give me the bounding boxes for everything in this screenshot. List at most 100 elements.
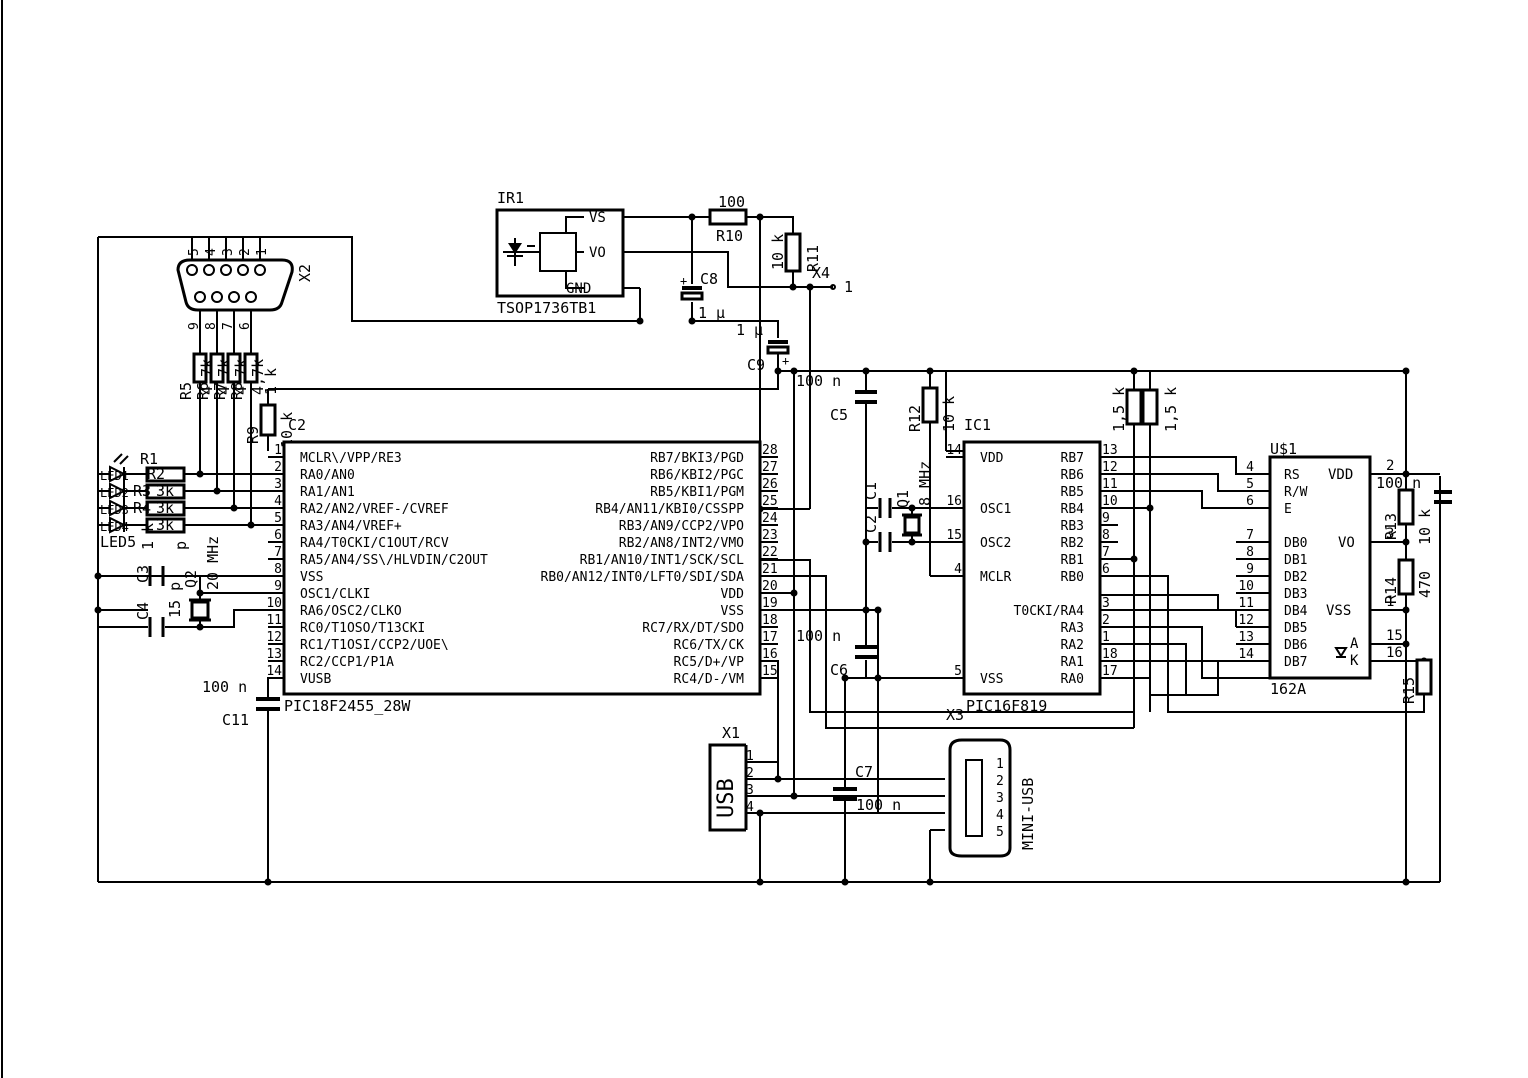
pic18-right-pin-number: 22 <box>762 545 778 560</box>
lcd-left-pin-number: 8 <box>1246 545 1254 560</box>
pic18-left-pin-number: 12 <box>266 630 282 645</box>
pic18-name: PIC18F2455_28W <box>284 697 411 715</box>
pic16-left-pin-label: OSC2 <box>980 536 1011 551</box>
x4-pin: 1 <box>844 278 853 296</box>
lcd-left-pin-label: DB5 <box>1284 621 1307 636</box>
pic18-left-pin-number: 1 <box>274 443 282 458</box>
c9-name: C9 <box>747 356 765 374</box>
c11-value: 100 n <box>202 678 247 696</box>
led-small-3: LED3 <box>100 503 129 517</box>
pic16-left-pin-label: OSC1 <box>980 502 1011 517</box>
c6-name: C6 <box>830 661 848 679</box>
pic16-right-pin-label: RB7 <box>1061 451 1084 466</box>
mini-usb-connector-x3: X3 MINI-USB 1 2 3 4 5 <box>946 706 1037 858</box>
x2-pin4: 4 <box>204 248 219 256</box>
pic18-right-pin-label: VDD <box>721 587 745 602</box>
pic18-right-pin-number: 17 <box>762 630 778 645</box>
lcd-pin16: 16 <box>1386 645 1403 661</box>
capacitor-c6: 100 n C6 <box>796 627 877 679</box>
pic16-right-pin-number: 6 <box>1102 562 1110 577</box>
pic18-right-pin-label: RC7/RX/DT/SDO <box>642 621 744 636</box>
pic16-right-pin-label: RA0 <box>1061 672 1084 687</box>
x3-pin4: 4 <box>996 808 1004 823</box>
resistor-r12: R12 10 k <box>906 386 958 432</box>
x1-name: X1 <box>722 724 740 742</box>
lcd-a: A <box>1350 636 1359 652</box>
pic18-left-pin-label: RA2/AN2/VREF-/CVREF <box>300 502 449 517</box>
lcd-left-pin-number: 12 <box>1238 613 1254 628</box>
lcd-left-pin-label: DB7 <box>1284 655 1307 670</box>
r-col-value3: 4,7k <box>232 359 250 395</box>
pic18-right-pin-number: 15 <box>762 664 778 679</box>
ir1-pin-gnd: GND <box>566 281 591 297</box>
r-pullup-a-value: 1,5 k <box>1110 387 1128 432</box>
lcd-left-pin-label: DB3 <box>1284 587 1307 602</box>
r5-value: 3k <box>156 516 174 534</box>
pic18-right-pin-number: 19 <box>762 596 778 611</box>
led-small-2: LED2 <box>100 486 129 500</box>
lcd-left-pin-label: E <box>1284 502 1292 517</box>
lcd-left-pin-number: 4 <box>1246 460 1254 475</box>
resistor-r9: R9 10 k C2 <box>244 403 306 448</box>
lcd-left-pin-label: RS <box>1284 468 1300 483</box>
lcd-vo: VO <box>1338 535 1355 551</box>
x2-pin1: 1 <box>255 248 270 256</box>
q1-name: Q1 <box>894 490 912 508</box>
q2-name: Q2 <box>182 570 200 588</box>
pic18-left-pin-label: RA6/OSC2/CLKO <box>300 604 402 619</box>
r-pullup-b-value: 1,5 k <box>1162 387 1180 432</box>
pic18-right-pin-number: 28 <box>762 443 778 458</box>
pic16-right-pin-number: 3 <box>1102 596 1110 611</box>
pic16-right-pin-number: 8 <box>1102 528 1110 543</box>
r10-value: 100 <box>718 193 745 211</box>
x1-pin2: 2 <box>746 766 754 781</box>
pic16-name: IC1 <box>964 416 991 434</box>
lcd-left-pin-label: DB2 <box>1284 570 1307 585</box>
pic18-right-pin-label: RB1/AN10/INT1/SCK/SCL <box>580 553 745 568</box>
pic18-left-pin-label: RA1/AN1 <box>300 485 355 500</box>
lcd-left-pin-number: 6 <box>1246 494 1254 509</box>
pic16-right-pin-number: 10 <box>1102 494 1118 509</box>
oscillator-left: C3 C4 15 p Q2 20 MHz <box>134 536 222 637</box>
pic16-right-pin-label: RB0 <box>1061 570 1084 585</box>
r4-name: R4 <box>133 499 151 517</box>
pic18-left-pin-label: RC1/T1OSI/CCP2/UOE\ <box>300 638 449 653</box>
r7-name: R7 <box>211 382 229 400</box>
x1-pin4: 4 <box>746 800 754 815</box>
pic16-right-pin-label: RA1 <box>1061 655 1084 670</box>
c4-name: C4 <box>134 602 152 620</box>
r6-name: R6 <box>194 382 212 400</box>
c8-name: C8 <box>700 270 718 288</box>
x3-name: X3 <box>946 706 964 724</box>
pic18-right-pin-label: RB3/AN9/CCP2/VPO <box>619 519 744 534</box>
lcd-left-pin-number: 5 <box>1246 477 1254 492</box>
r-col-value4: 4,7k <box>249 359 267 395</box>
pic18-left-pin-number: 4 <box>274 494 282 509</box>
pic16-right-pin-label: RB3 <box>1061 519 1084 534</box>
pic16-right-pin-number: 12 <box>1102 460 1118 475</box>
pic18-right-pin-label: RB6/KBI2/PGC <box>650 468 744 483</box>
pic18-left-pin-number: 2 <box>274 460 282 475</box>
ir-receiver: IR1 TSOP1736TB1 VS VO GND <box>495 189 625 317</box>
ir1-pin-vs: VS <box>589 210 606 226</box>
x3-pin2: 2 <box>996 774 1004 789</box>
r-col-value1: 4,7k <box>198 359 216 395</box>
pic18-left-pin-number: 6 <box>274 528 282 543</box>
r2-name: R2 <box>147 465 165 483</box>
lcd-left-pin-number: 10 <box>1238 579 1254 594</box>
pic16-right-pin-number: 17 <box>1102 664 1118 679</box>
pic18-left-pin-label: RA5/AN4/SS\/HLVDIN/C2OUT <box>300 553 488 568</box>
c1-name: C1 <box>862 482 880 500</box>
lcd-left-pin-label: DB6 <box>1284 638 1307 653</box>
pic18-left-pin-number: 8 <box>274 562 282 577</box>
led-small-4: LED4 <box>100 520 129 534</box>
pic18-left-pin-number: 10 <box>266 596 282 611</box>
pic18-right-pin-number: 24 <box>762 511 778 526</box>
lcd-pin15: 15 <box>1386 628 1403 644</box>
pic18-right-pin-label: RB4/AN11/KBI0/CSSPP <box>595 502 744 517</box>
pullup-resistors: 1,5 k 1,5 k <box>1110 387 1180 432</box>
pic16-right-pin-number: 18 <box>1102 647 1118 662</box>
led-small-1: LED1 <box>100 469 129 483</box>
c4-value: 15 p <box>166 582 184 618</box>
lcd-left-pin-number: 13 <box>1238 630 1254 645</box>
